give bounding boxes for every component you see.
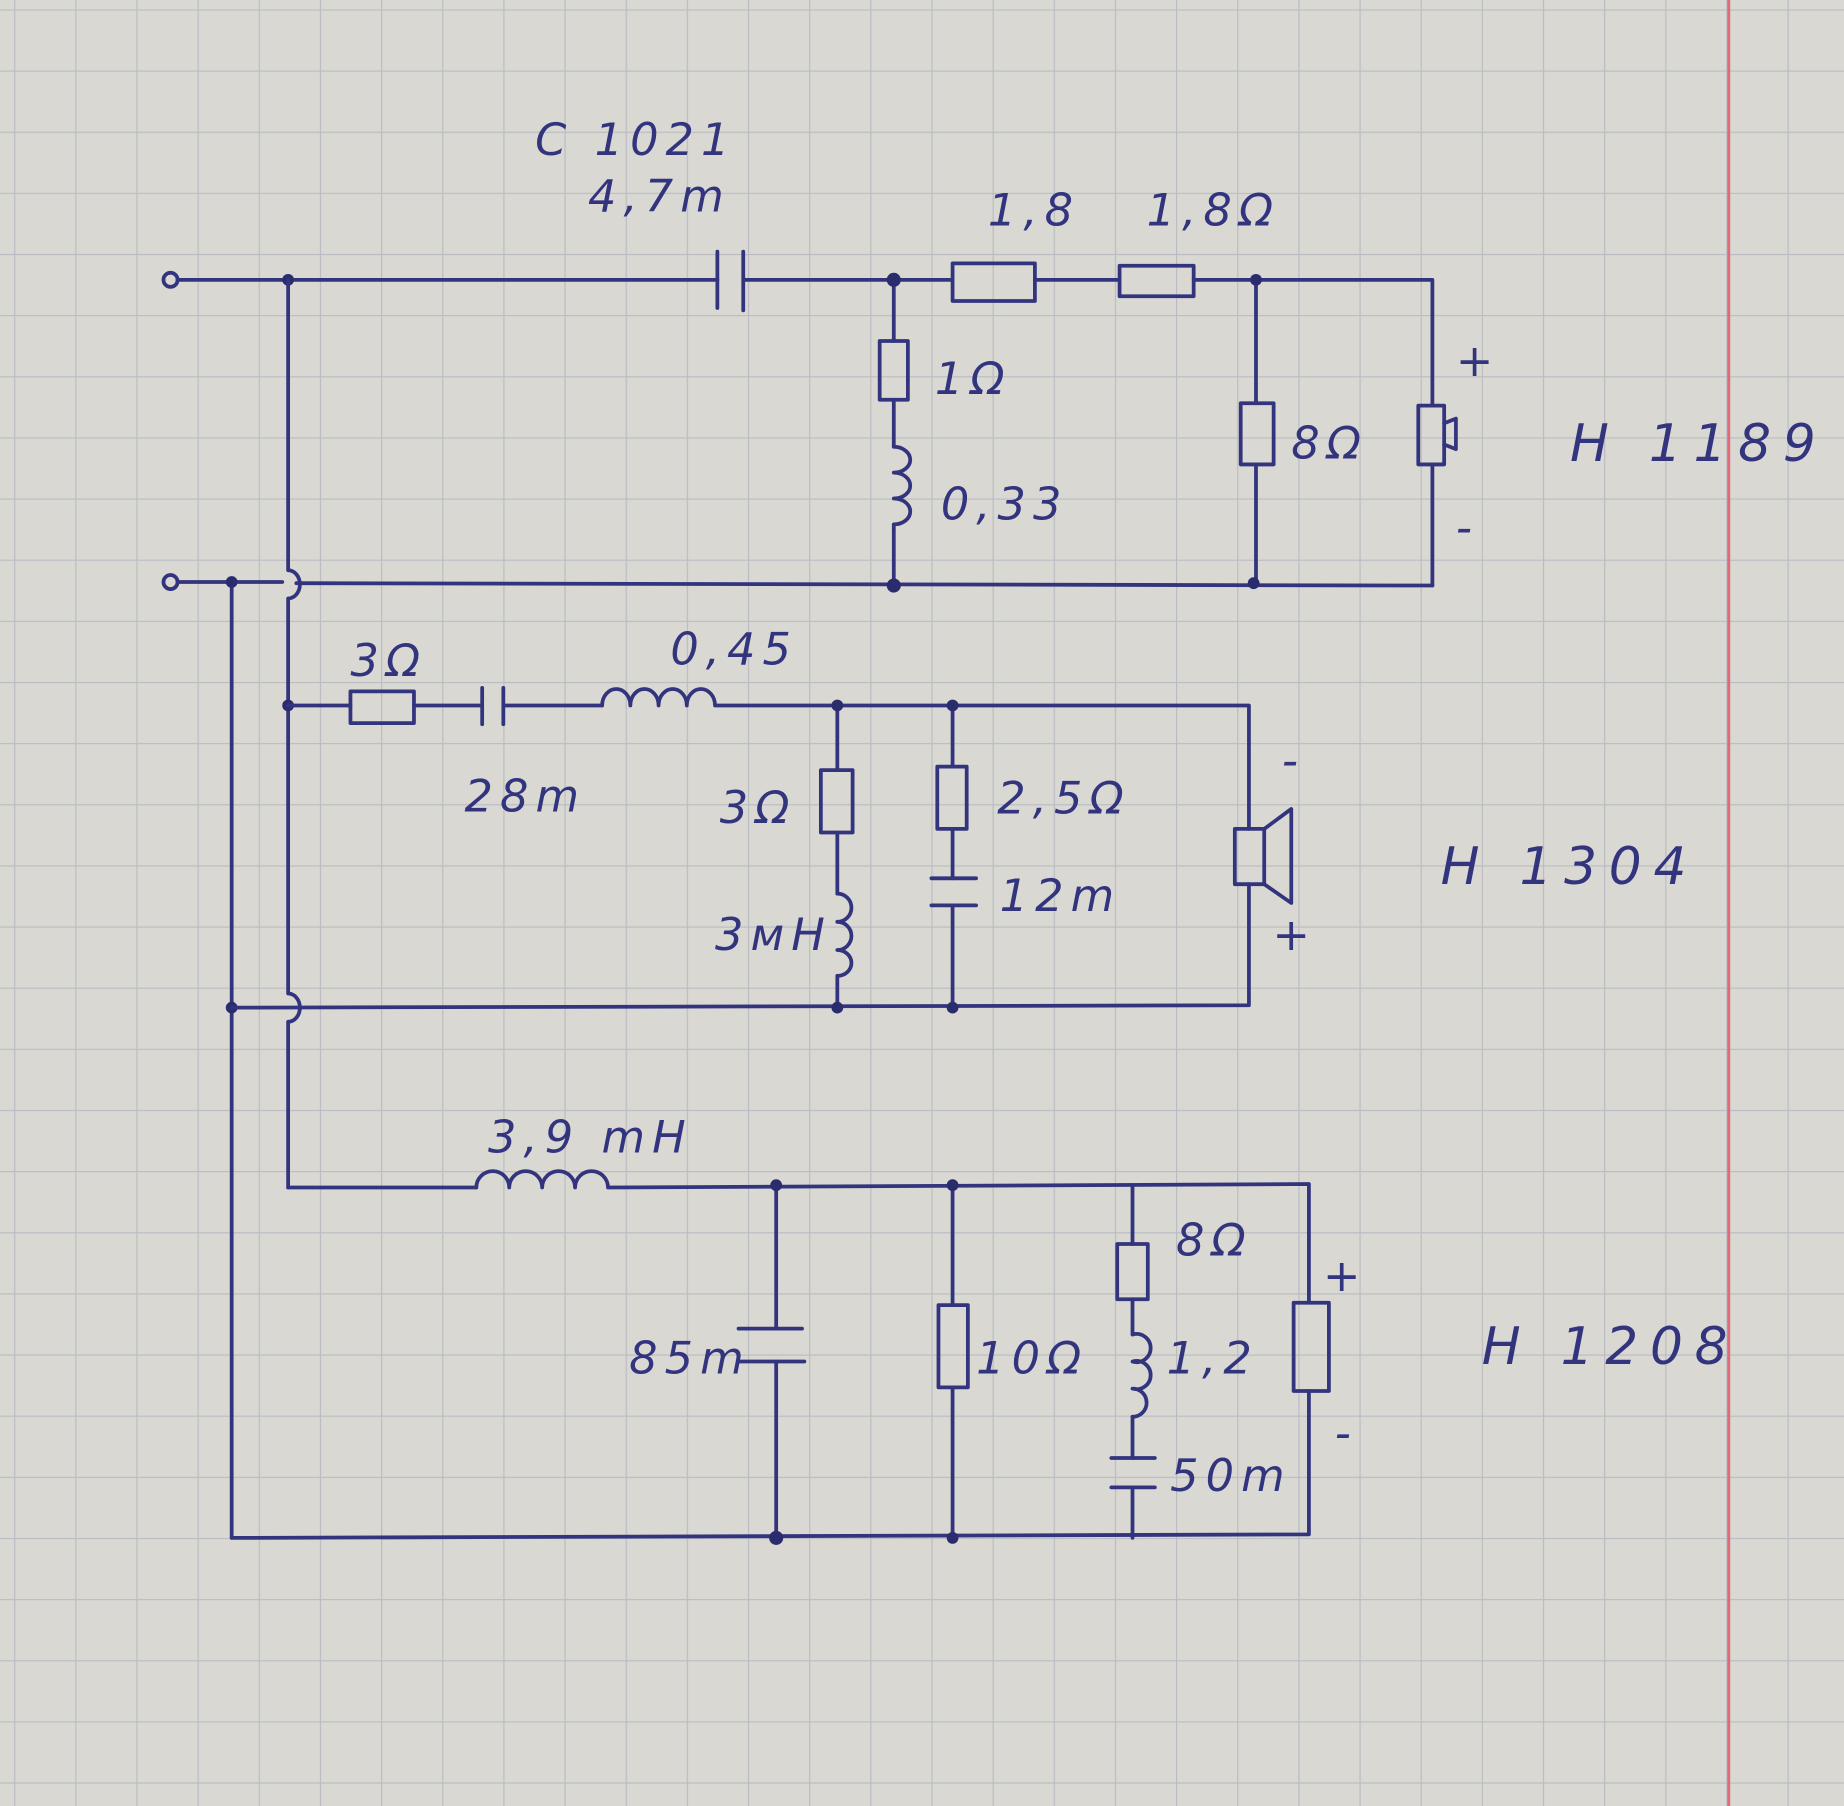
- label-l-series: 3,9 mH: [488, 1111, 693, 1163]
- label-plus: +: [1456, 335, 1501, 387]
- resistor-8-ohm: [1238, 401, 1276, 467]
- inductor-0-45: [229, 687, 1251, 1010]
- resistor-1-ohm: [877, 339, 910, 402]
- midrange-section: 3Ω 28m 0,45 3Ω 3мH 2,5Ω 12m - + H 1304: [229, 623, 1699, 1014]
- resistor-10-ohm: [936, 1303, 970, 1390]
- label-r-zobel: 8Ω: [1176, 1215, 1253, 1267]
- capacitor-28m: [480, 685, 506, 727]
- label-r-shunt: 1Ω: [935, 353, 1012, 405]
- label-midrange-name: H 1304: [1441, 837, 1699, 897]
- label-cap-series: 28m: [465, 770, 587, 822]
- resistor-1-8: [950, 261, 1037, 303]
- common-rails: [161, 277, 1435, 1540]
- label-cap-part: C 1021: [535, 114, 736, 166]
- label-minus: -: [1282, 735, 1305, 787]
- label-l-shunt: 0,33: [941, 479, 1069, 531]
- label-l-series: 0,45: [670, 623, 798, 675]
- label-cap-shunt-2: 12m: [1000, 870, 1122, 922]
- label-cap-shunt: 85m: [629, 1332, 751, 1384]
- label-plus: +: [1323, 1250, 1368, 1302]
- label-r-shunt: 10Ω: [976, 1332, 1088, 1384]
- label-l-shunt-1: 3мH: [715, 909, 832, 961]
- label-woofer-name: H 1208: [1482, 1317, 1740, 1377]
- inductor-0-33: [891, 444, 913, 531]
- tweeter-speaker-icon: [1416, 403, 1458, 467]
- label-minus: -: [1335, 1408, 1358, 1460]
- label-r-shunt-2: 2,5Ω: [997, 773, 1130, 825]
- label-r-series-1: 1,8: [988, 185, 1080, 237]
- inductor-3-9mh: [229, 1169, 1311, 1540]
- midrange-speaker-icon: [1232, 807, 1294, 905]
- label-l-zobel: 1,2: [1167, 1332, 1259, 1384]
- resistor-8-ohm-zobel: [1115, 1242, 1150, 1302]
- label-plus: +: [1272, 909, 1317, 961]
- resistor-3-ohm-series: [348, 689, 416, 725]
- capacitor-12m: [929, 876, 978, 908]
- capacitor-85m: [736, 1326, 807, 1364]
- resistor-2-5-ohm: [935, 764, 969, 831]
- label-r-series-2: 1,8Ω: [1147, 185, 1280, 237]
- label-cap-value: 4,7m: [588, 171, 731, 223]
- woofer-speaker-icon: [1291, 1300, 1331, 1393]
- label-minus: -: [1456, 502, 1479, 554]
- woofer-section: 3,9 mH 85m 10Ω 8Ω 1,2 50m + - H 1208: [229, 1111, 1740, 1545]
- label-r-series: 3Ω: [350, 635, 427, 687]
- inductor-1-2: [1130, 1332, 1153, 1419]
- resistor-3-ohm-shunt: [818, 768, 855, 835]
- label-r-shunt-1: 3Ω: [720, 782, 797, 834]
- label-tweeter-name: H 1189: [1570, 414, 1828, 474]
- label-r-load: 8Ω: [1291, 418, 1368, 470]
- tweeter-section: C 1021 4,7m 1,8 1,8Ω 1Ω 0,33 8Ω + - H 11…: [161, 114, 1828, 588]
- capacitor-c1021: [715, 249, 746, 313]
- label-cap-zobel: 50m: [1170, 1450, 1292, 1502]
- inductor-3mh: [835, 891, 854, 978]
- capacitor-50m: [1109, 1456, 1157, 1490]
